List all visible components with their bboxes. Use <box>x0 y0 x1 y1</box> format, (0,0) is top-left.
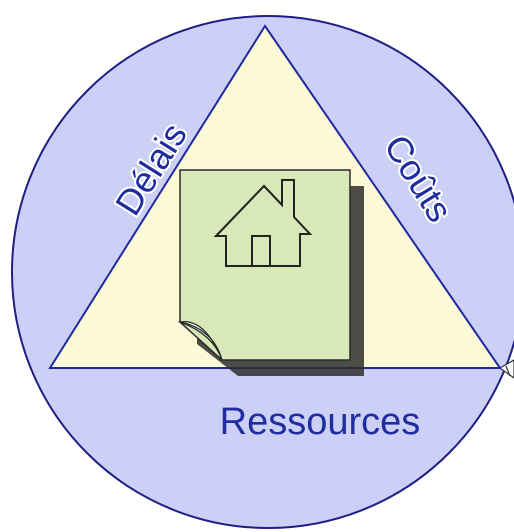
edge-arrow-icon <box>498 359 514 379</box>
label-ressources: Ressources <box>220 401 421 443</box>
house-icon <box>213 179 313 267</box>
